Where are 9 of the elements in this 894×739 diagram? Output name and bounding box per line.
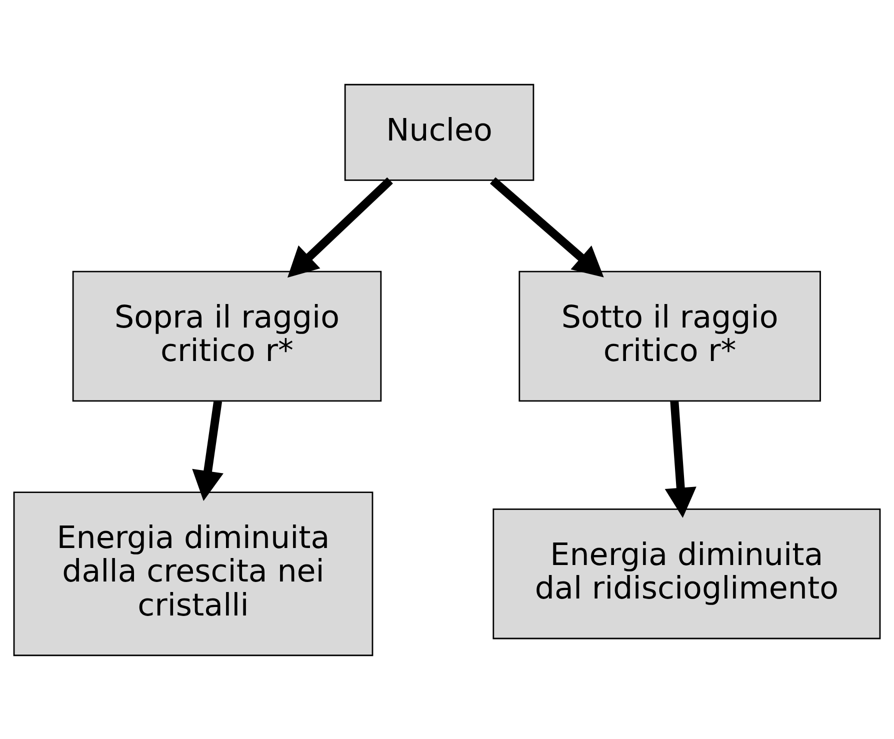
node-box: Sopra il raggio critico r* [72,270,382,402]
arrow [192,400,224,500]
arrow [490,176,604,277]
node-box: Energia diminuita dalla crescita nei cristalli [13,491,374,656]
arrow [287,176,393,278]
node-box: Energia diminuita dal ridiscioglimento [492,508,881,639]
arrow [664,400,696,518]
node-box: Sotto il raggio critico r* [518,270,821,402]
node-box: Nucleo [344,83,534,180]
